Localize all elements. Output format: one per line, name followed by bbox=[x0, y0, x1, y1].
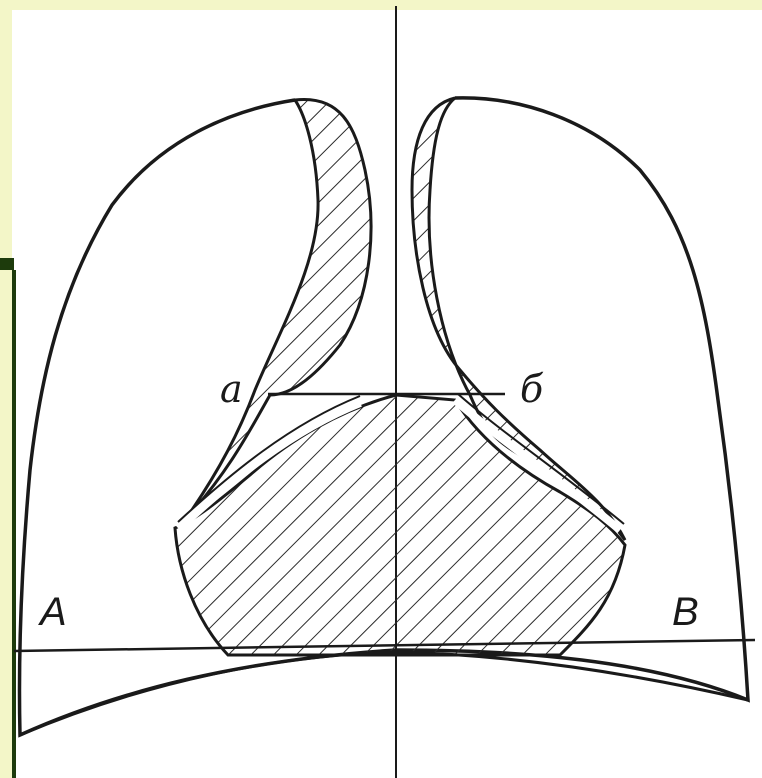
label-a: a bbox=[220, 367, 243, 411]
label-A: A bbox=[38, 590, 67, 634]
label-B: B bbox=[672, 590, 699, 634]
slide-border-top bbox=[0, 0, 762, 10]
slide-border-left bbox=[0, 0, 12, 778]
slide-accent-bar bbox=[0, 258, 14, 270]
slide-left-rule bbox=[12, 270, 16, 778]
label-b: б bbox=[520, 367, 544, 411]
